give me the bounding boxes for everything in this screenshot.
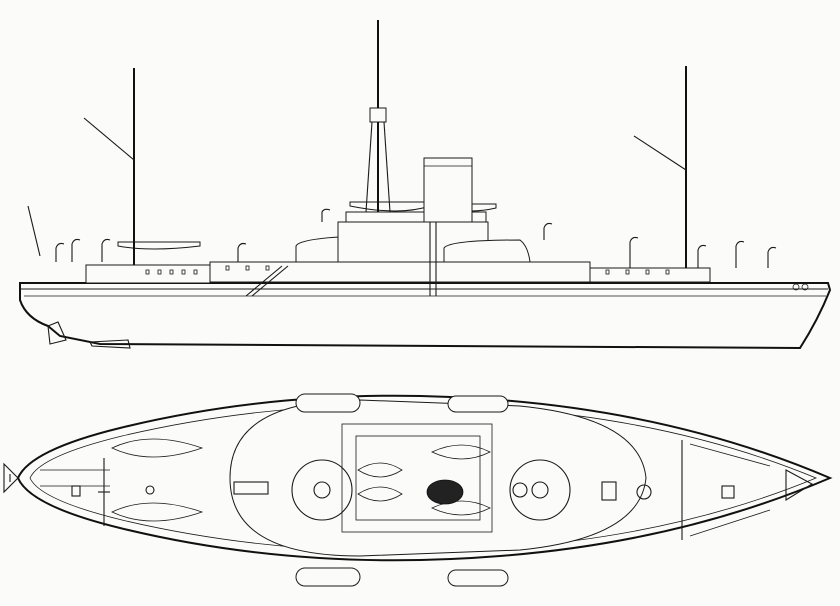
fore-turret-plan <box>509 459 571 521</box>
boat <box>447 569 509 587</box>
ventilator <box>697 244 707 268</box>
ventilator <box>767 246 777 268</box>
boat <box>295 567 361 587</box>
citadel-inner <box>355 435 481 521</box>
ventilator <box>71 238 81 262</box>
ventilator <box>543 222 553 240</box>
fore-rail <box>689 443 771 467</box>
propeller-shaft <box>89 339 131 349</box>
turret-hatch <box>512 482 528 498</box>
boat <box>117 241 201 250</box>
ventilator <box>735 240 745 268</box>
propeller <box>3 462 19 494</box>
skylight <box>233 481 269 495</box>
ventilator <box>321 208 331 222</box>
superstructure-plan <box>229 399 647 557</box>
scuttle-row <box>145 265 670 275</box>
ventilator <box>101 238 111 262</box>
fore-gaff <box>633 135 687 171</box>
hatch <box>601 481 617 501</box>
aft-turret-plan <box>291 459 353 521</box>
rudder <box>47 321 67 345</box>
hawse-hole <box>801 283 809 291</box>
bow-deck <box>785 469 814 501</box>
mast-strut <box>383 121 391 213</box>
gangway <box>251 265 289 297</box>
ventilator <box>237 242 247 262</box>
fore-turret <box>443 239 531 263</box>
hatch <box>71 485 81 497</box>
funnel-top <box>426 479 464 505</box>
boat <box>431 444 491 460</box>
side-elevation <box>19 20 832 350</box>
turret-hatch <box>313 481 331 499</box>
ventilator <box>629 236 639 268</box>
gangway <box>245 265 283 297</box>
hawse-hole <box>792 283 800 291</box>
aft-gaff <box>83 117 135 161</box>
boat <box>111 502 204 522</box>
boat <box>111 438 204 458</box>
funnel <box>423 157 473 223</box>
fore-deckhouse <box>589 267 711 283</box>
boat <box>357 486 403 502</box>
capstan <box>636 484 652 500</box>
ventilator <box>55 242 65 262</box>
boat <box>357 462 403 478</box>
deck-plan <box>3 393 833 587</box>
boat <box>447 395 509 413</box>
plan-inner-line <box>29 404 818 552</box>
citadel-plan <box>341 423 493 533</box>
ensign-staff <box>27 205 41 257</box>
fighting-top <box>369 107 387 123</box>
fore-rail <box>689 509 771 537</box>
hull-outline <box>19 282 832 350</box>
capstan <box>145 485 155 495</box>
flying-deck <box>345 211 487 223</box>
boat <box>295 393 361 413</box>
turret-hatch <box>531 481 549 499</box>
hatch <box>721 485 735 499</box>
mast-strut <box>365 121 373 213</box>
plan-hull-outline <box>16 394 833 562</box>
